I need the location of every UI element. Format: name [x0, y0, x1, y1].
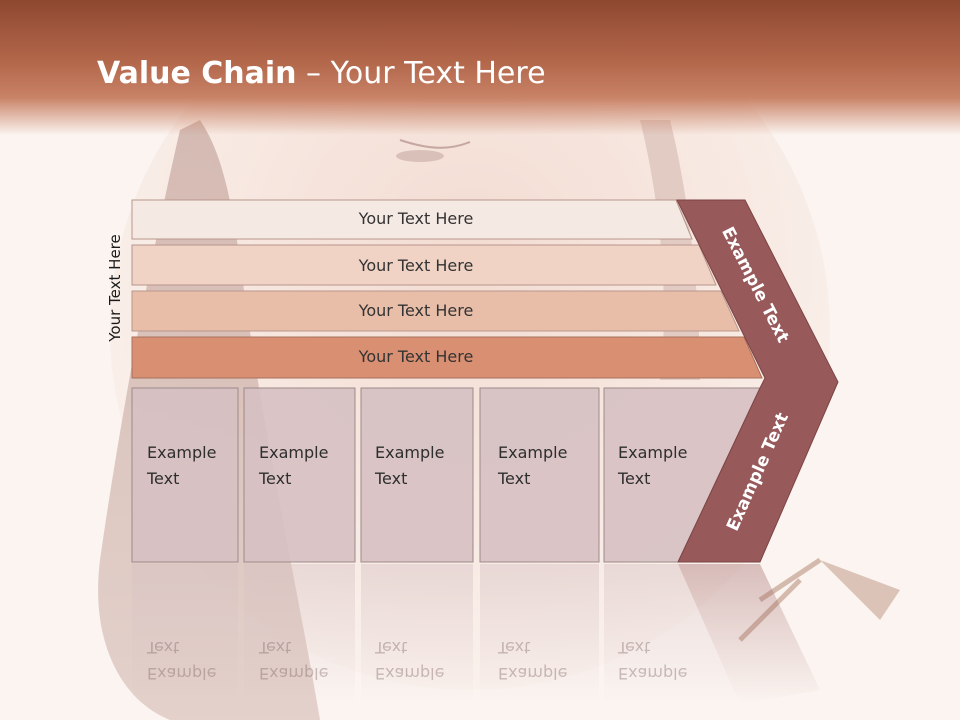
slide-title-rest: – Your Text Here — [296, 56, 546, 91]
row-label-3: Your Text Here — [358, 301, 474, 320]
box-3-reflection — [361, 564, 473, 704]
row-bar-1[interactable] — [131, 199, 693, 240]
box-2-reflection — [244, 564, 355, 704]
box-4[interactable] — [479, 387, 600, 563]
row-bar-4[interactable] — [131, 336, 763, 379]
row-bar-2[interactable] — [131, 244, 717, 286]
slide-title: Value Chain – Your Text Here — [97, 52, 546, 96]
chevron-arrow[interactable] — [676, 199, 839, 563]
row-label-4: Your Text Here — [358, 347, 474, 366]
row-label-1: Your Text Here — [358, 209, 474, 228]
title-band — [0, 0, 960, 135]
box-4-reflection — [480, 564, 599, 704]
row-bar-3[interactable] — [131, 290, 740, 332]
box-1-reflection — [132, 564, 238, 704]
chevron-reflection — [678, 564, 820, 704]
box-5-reflection — [604, 564, 740, 704]
slide-title-bold: Value Chain — [97, 56, 297, 91]
row-label-2: Your Text Here — [358, 256, 474, 275]
box-3[interactable] — [360, 387, 474, 563]
box-2[interactable] — [243, 387, 356, 563]
box-1[interactable] — [131, 387, 239, 563]
